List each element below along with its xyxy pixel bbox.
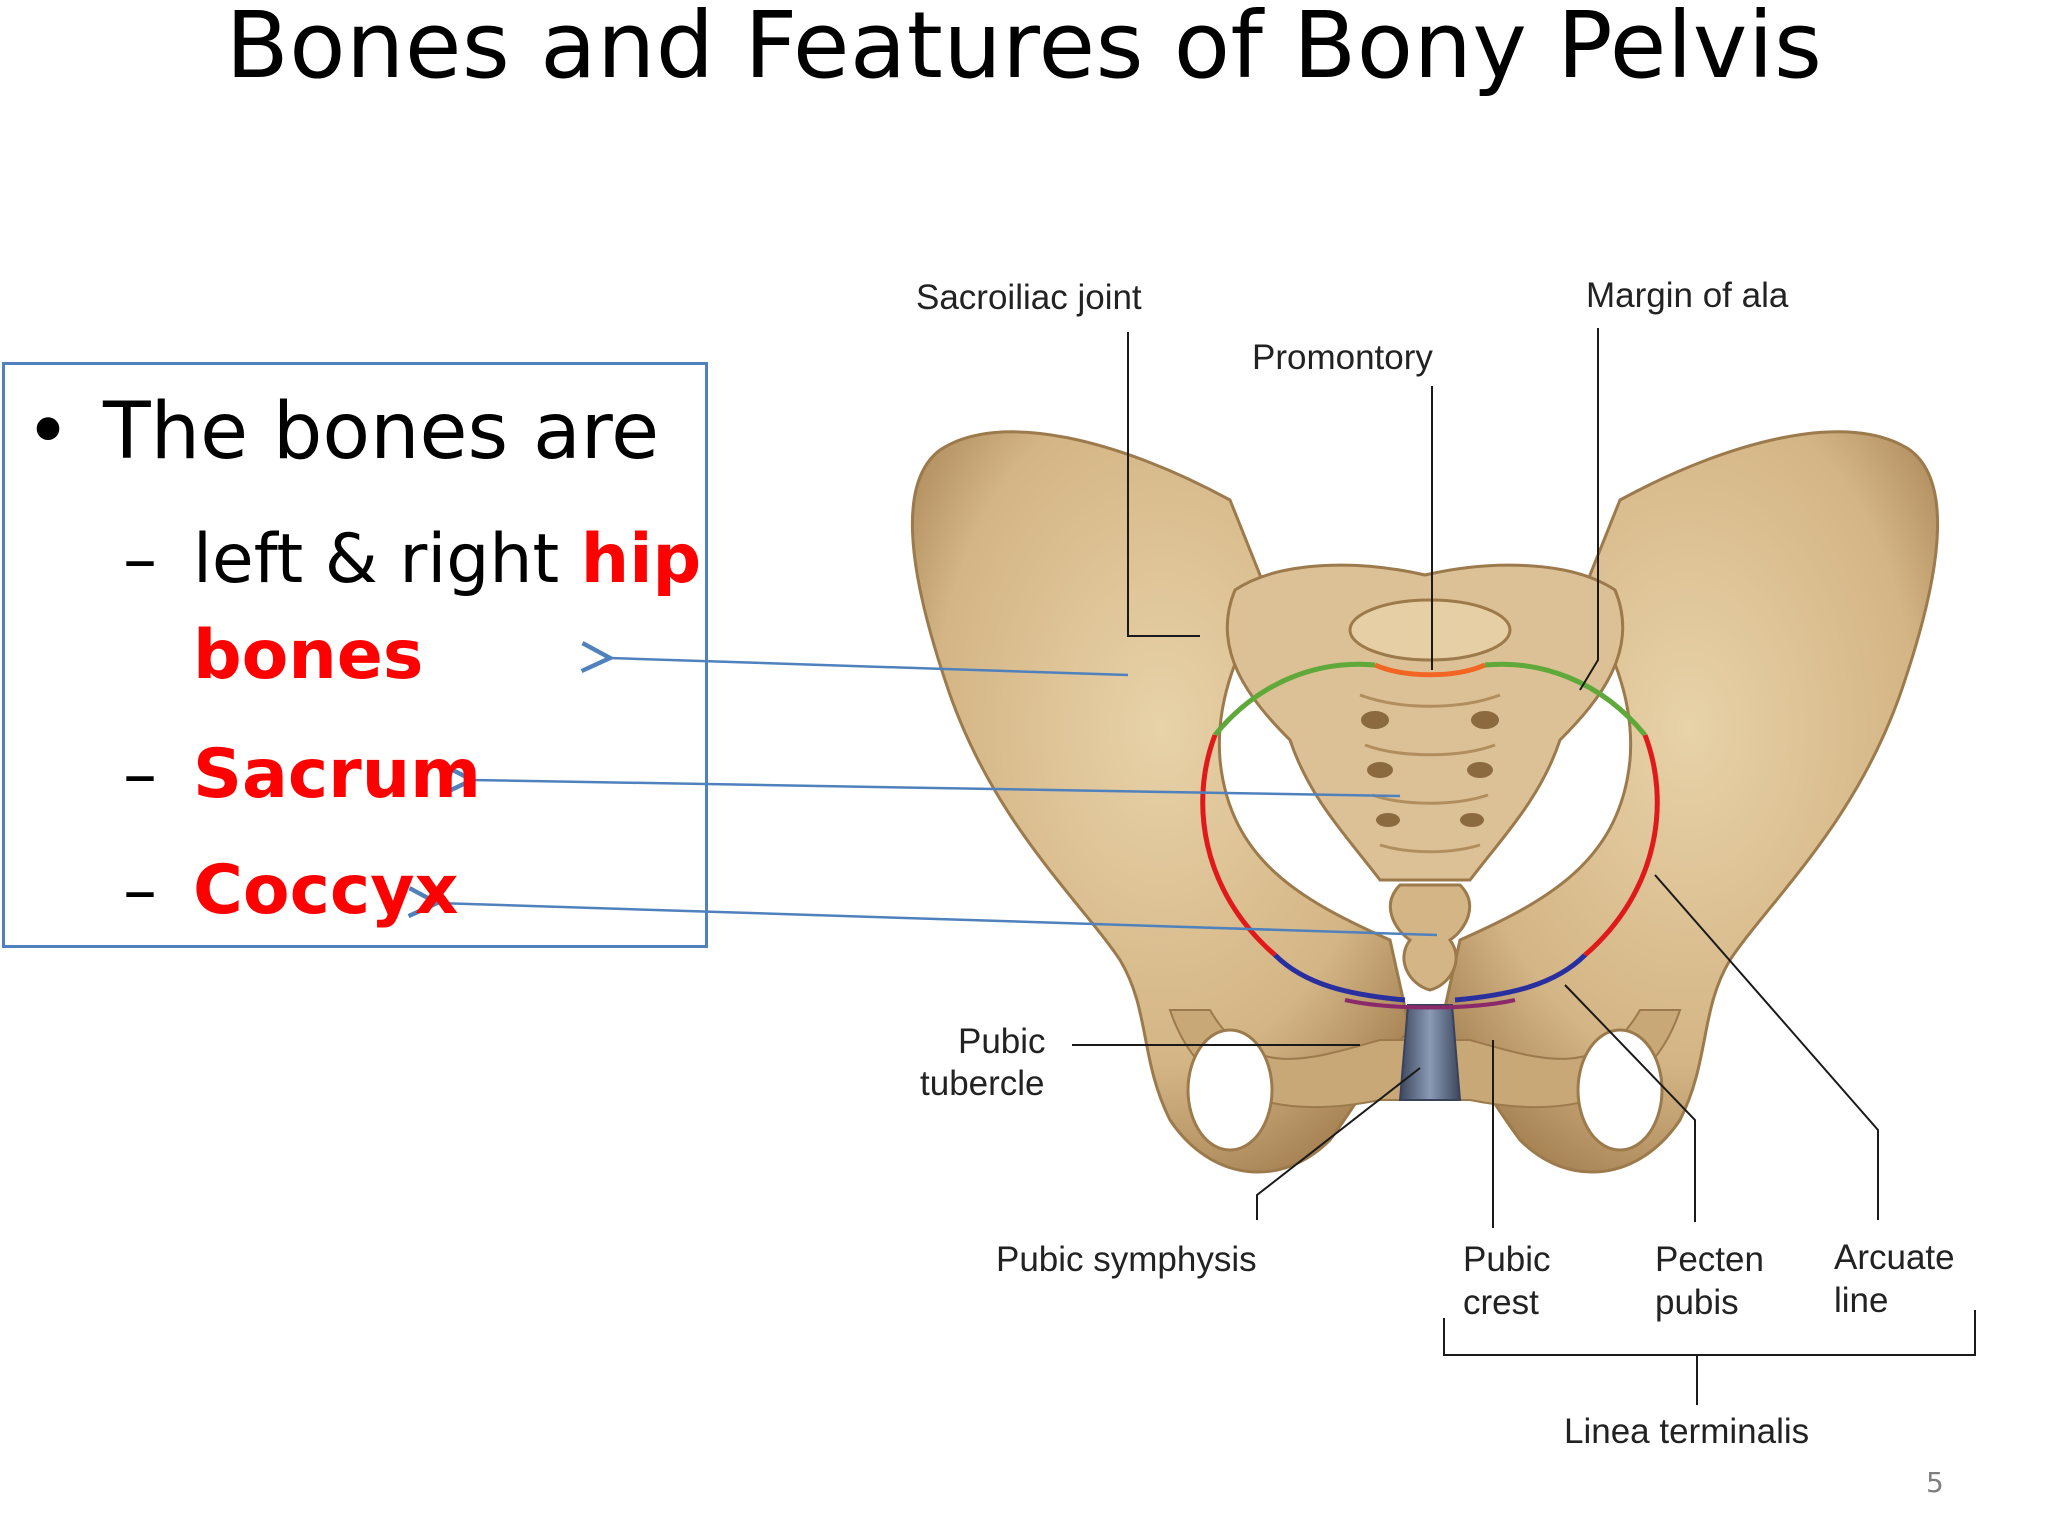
pointer-arrows [437,658,1438,937]
bullet-item-emphasis: Coccyx [193,851,459,930]
dash-marker: – [123,735,157,814]
left-ala-line [1213,661,1376,737]
promontory-line [1374,662,1486,678]
right-ala-line [1484,661,1647,737]
left-ilium [910,430,1412,1174]
right-arcuate-line [1583,734,1660,957]
label-pecten-pubis-line1: Pecten [1655,1240,1764,1279]
dash-marker: – [123,851,157,930]
arrow-sacrum [472,780,1401,798]
sacral-ridges [1359,693,1501,854]
bullet-item-emphasis: hip [580,520,702,599]
sacral-promontory-body [1348,598,1512,662]
label-arcuate-line: Arcuate line [1834,1236,1955,1322]
pubic-crest-line [1344,998,1516,1010]
right-obturator-foramen [1576,1028,1664,1152]
label-pubic-tubercle: Pubic [958,1020,1046,1063]
pubic-symphysis [1398,1004,1462,1101]
bullet-item-emphasis-continued: bones [193,616,424,695]
label-pecten-pubis-line2: pubis [1655,1283,1739,1322]
label-pubic-crest-line2: crest [1463,1283,1539,1322]
label-pubic-symphysis: Pubic symphysis [996,1240,1257,1279]
bullet-heading: • The bones are [25,387,659,477]
coccyx [1388,883,1472,992]
bullet-item-emphasis: Sacrum [193,735,481,814]
label-arcuate-line-line1: Arcuate [1834,1238,1955,1277]
leader-lines [1072,328,1976,1405]
label-pubic-tubercle-line2: tubercle [920,1064,1045,1103]
arrow-coccyx [437,903,1438,937]
label-arcuate-line-line2: line [1834,1281,1889,1320]
sacrum [1225,563,1625,882]
right-pecten-line [1454,953,1587,1003]
label-pubic-crest-line1: Pubic [1463,1240,1551,1279]
label-pubic-crest: Pubic crest [1463,1238,1551,1324]
bullet-box: •The bones are –left & right hip bones –… [2,362,708,948]
page-number: 5 [1926,1466,1944,1499]
bullet-item-hip-bones: –left & right hip bones [123,512,701,704]
bullet-item-sacrum: –Sacrum [123,727,481,823]
bullet-item-coccyx: –Coccyx [123,843,458,939]
label-pecten-pubis: Pecten pubis [1655,1238,1764,1324]
bullet-item-prefix: left & right [193,520,581,599]
bullet-marker: • [25,387,72,477]
left-obturator-foramen [1186,1028,1274,1152]
label-linea-terminalis: Linea terminalis [1564,1412,1810,1451]
label-pubic-tubercle-2: tubercle [920,1062,1045,1105]
dash-marker: – [123,520,157,599]
label-promontory: Promontory [1252,338,1433,377]
right-ilium [1438,430,1940,1174]
left-pecten-line [1273,953,1406,1003]
label-pubic-tubercle-line1: Pubic [958,1022,1046,1061]
label-sacroiliac-joint: Sacroiliac joint [916,278,1142,317]
label-margin-of-ala: Margin of ala [1586,276,1789,315]
arrow-hip-bones [610,658,1129,677]
slide-title: Bones and Features of Bony Pelvis [225,0,1823,99]
sacral-foramina [1361,711,1499,827]
bullet-heading-text: The bones are [103,387,660,477]
